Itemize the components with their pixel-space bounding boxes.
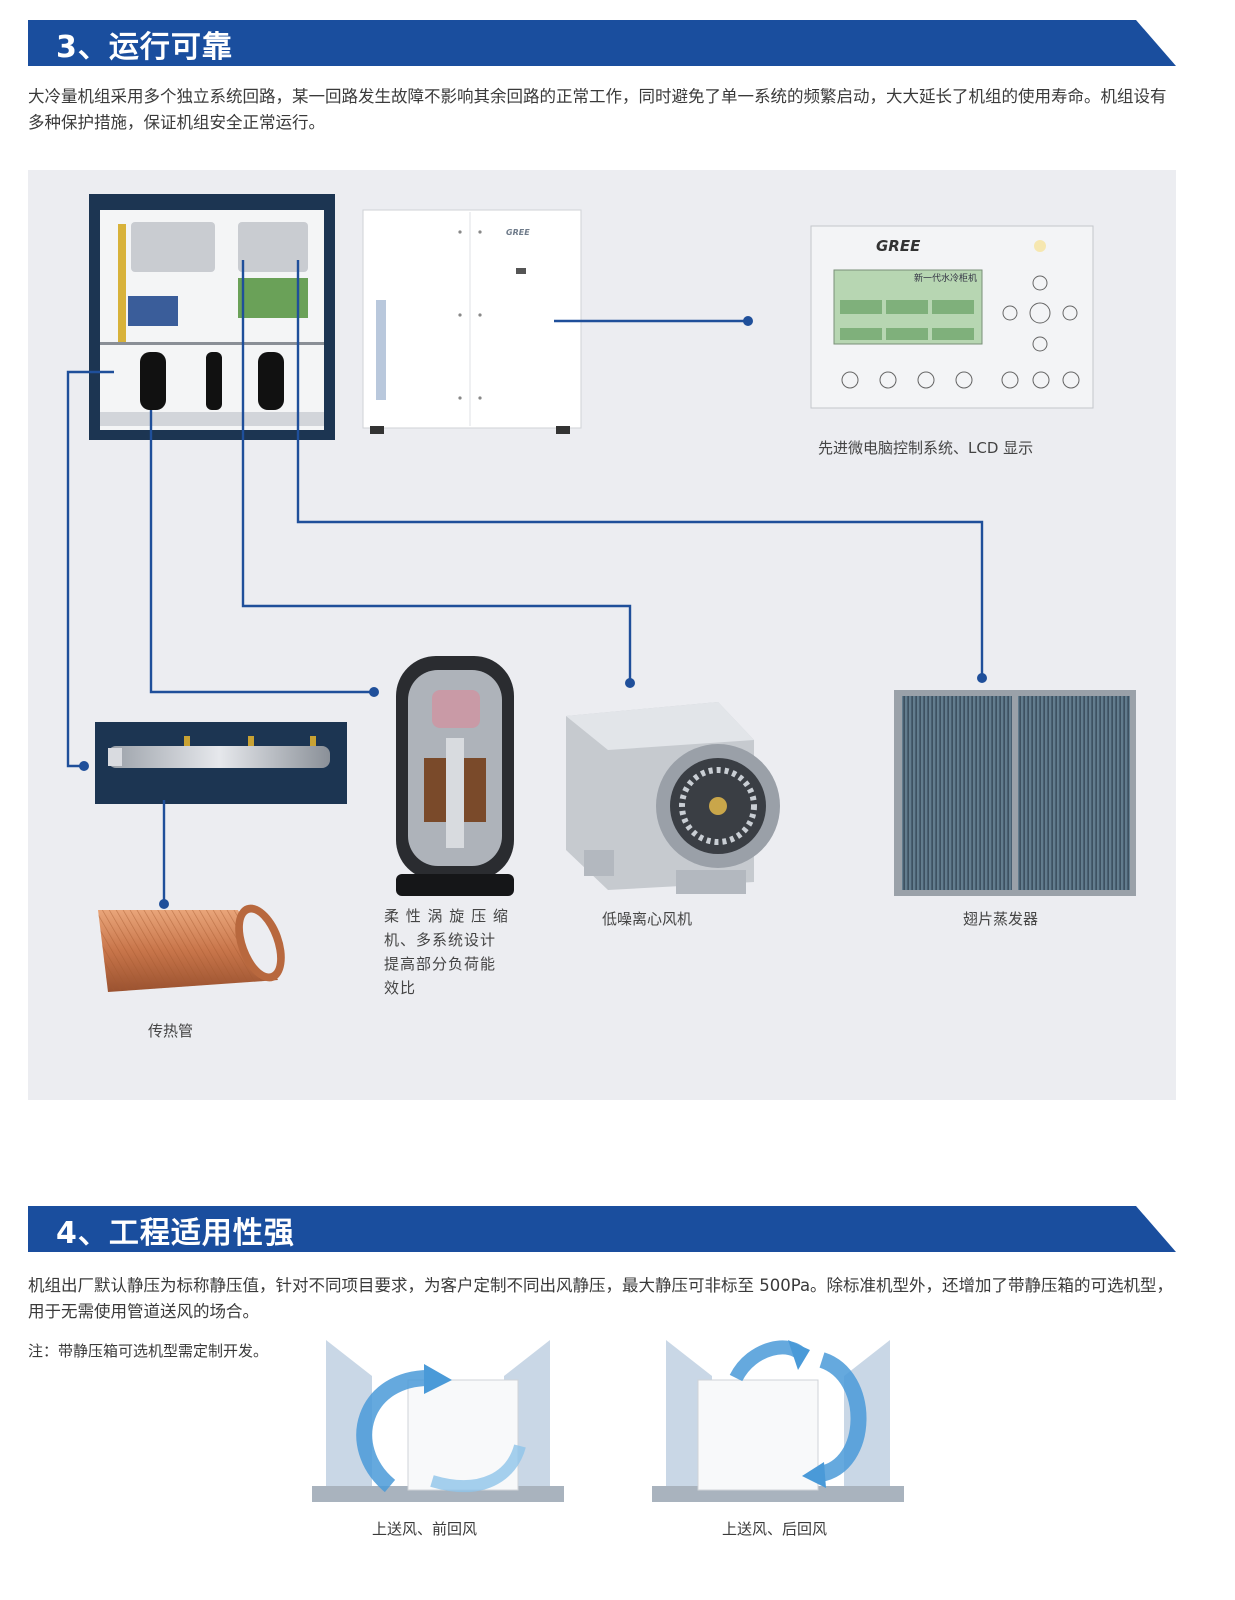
compressor-caption-line: 效比: [384, 979, 417, 997]
evaporator-caption: 翅片蒸发器: [963, 910, 1039, 928]
cutaway-unit-image: [89, 194, 335, 440]
compressor-caption-line: 柔 性 涡 旋 压 缩: [384, 907, 509, 925]
section-4-header-bar: [28, 1206, 1176, 1252]
custom-note: 注：带静压箱可选机型需定制开发。: [28, 1342, 269, 1360]
connection-dots: [79, 316, 987, 909]
section-3-title: 3、运行可靠: [56, 30, 233, 65]
copper-tube-image: [98, 904, 285, 992]
section-4-header: 4、工程适用性强: [28, 1206, 1176, 1252]
section-4-title: 4、工程适用性强: [56, 1216, 295, 1251]
compressor-caption-line: 机、多系统设计: [384, 931, 497, 949]
connection-lines: [66, 260, 984, 904]
gree-logo: GREE: [876, 237, 921, 255]
heat-exchanger-image: [95, 722, 347, 804]
config-back-return-caption: 上送风、后回风: [722, 1520, 828, 1538]
indoor-unit-image: [362, 209, 582, 434]
compressor-caption: 柔 性 涡 旋 压 缩 机、多系统设计 提高部分负荷能 效比: [384, 904, 509, 1000]
section-3-header-bar: [28, 20, 1176, 66]
section-3-paragraph: 大冷量机组采用多个独立系统回路，某一回路发生故障不影响其余回路的正常工作，同时避…: [28, 87, 1167, 132]
reliability-diagram-panel: GREE GREE 新一代水冷柜机 先进微电脑控制系统、LCD 显示 传热管 柔…: [28, 170, 1176, 1100]
tube-caption: 传热管: [148, 1022, 194, 1040]
unit-brand-logo: GREE: [506, 228, 530, 237]
fan-caption: 低噪离心风机: [602, 910, 693, 928]
config-front-return-image: [312, 1340, 564, 1502]
config-back-return-image: [652, 1340, 904, 1502]
reliability-diagram: [66, 194, 1136, 992]
centrifugal-fan-image: [566, 702, 780, 894]
section-4-paragraph: 机组出厂默认静压为标称静压值，针对不同项目要求，为客户定制不同出风静压，最大静压…: [28, 1276, 1174, 1321]
scroll-compressor-image: [396, 656, 514, 896]
compressor-caption-line: 提高部分负荷能: [384, 955, 497, 973]
config-front-return-caption: 上送风、前回风: [372, 1520, 478, 1538]
lcd-controller-image: [810, 225, 1094, 409]
controller-caption: 先进微电脑控制系统、LCD 显示: [818, 439, 1034, 457]
finned-evaporator-image: [894, 690, 1136, 896]
lcd-screen-title: 新一代水冷柜机: [914, 274, 978, 284]
section-3-header: 3、运行可靠: [28, 20, 1176, 66]
